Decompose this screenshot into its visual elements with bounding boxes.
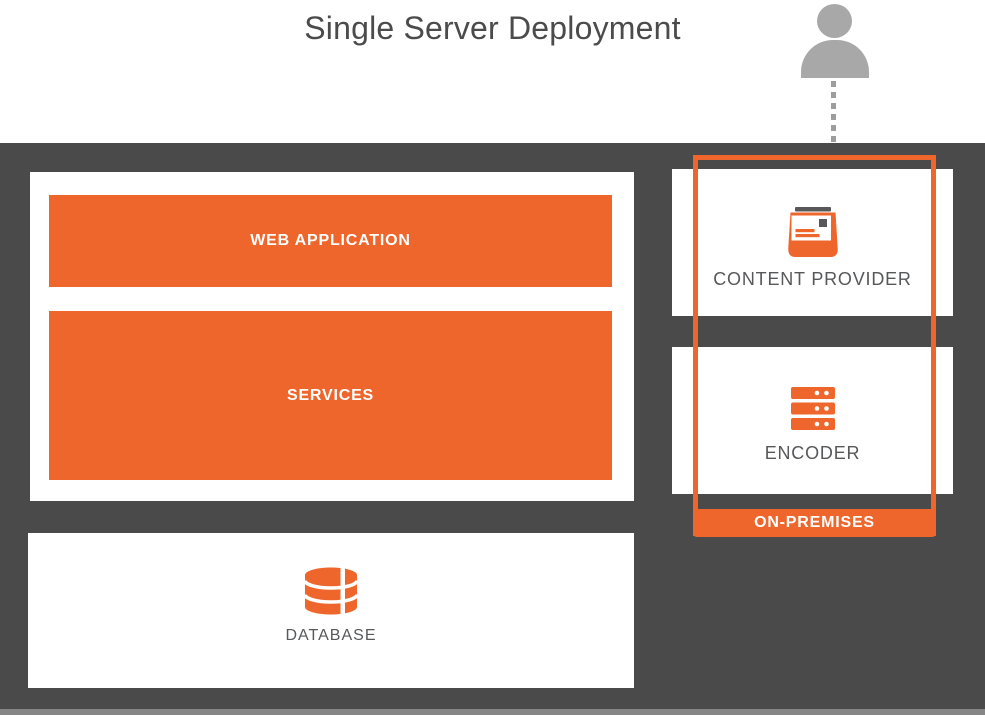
database-label: DATABASE — [285, 627, 377, 644]
content-provider-box: CONTENT PROVIDER — [672, 169, 953, 316]
services-block: SERVICES — [49, 311, 612, 480]
encoder-server-stack-icon — [790, 387, 835, 430]
web-application-block: WEB APPLICATION — [49, 195, 612, 287]
user-torso-shape — [801, 40, 869, 78]
panel-bottom-edge-line — [0, 709, 985, 715]
user-head-shape — [817, 4, 852, 38]
services-label: SERVICES — [286, 386, 375, 404]
encoder-box: ENCODER — [672, 347, 953, 494]
on-premises-group-border — [693, 155, 936, 536]
database-box: DATABASE — [28, 533, 634, 688]
user-icon — [798, 3, 874, 79]
database-icon — [303, 566, 359, 616]
web-application-label: WEB APPLICATION — [250, 232, 411, 249]
user-connection-dotted-line — [831, 81, 836, 143]
content-provider-inbox-icon — [787, 207, 838, 257]
application-stack-box: WEB APPLICATION SERVICES — [30, 172, 634, 501]
on-premises-banner: ON-PREMISES — [693, 509, 936, 537]
content-provider-label: CONTENT PROVIDER — [713, 269, 912, 289]
diagram-title: Single Server Deployment — [304, 10, 681, 46]
encoder-label: ENCODER — [764, 443, 861, 463]
